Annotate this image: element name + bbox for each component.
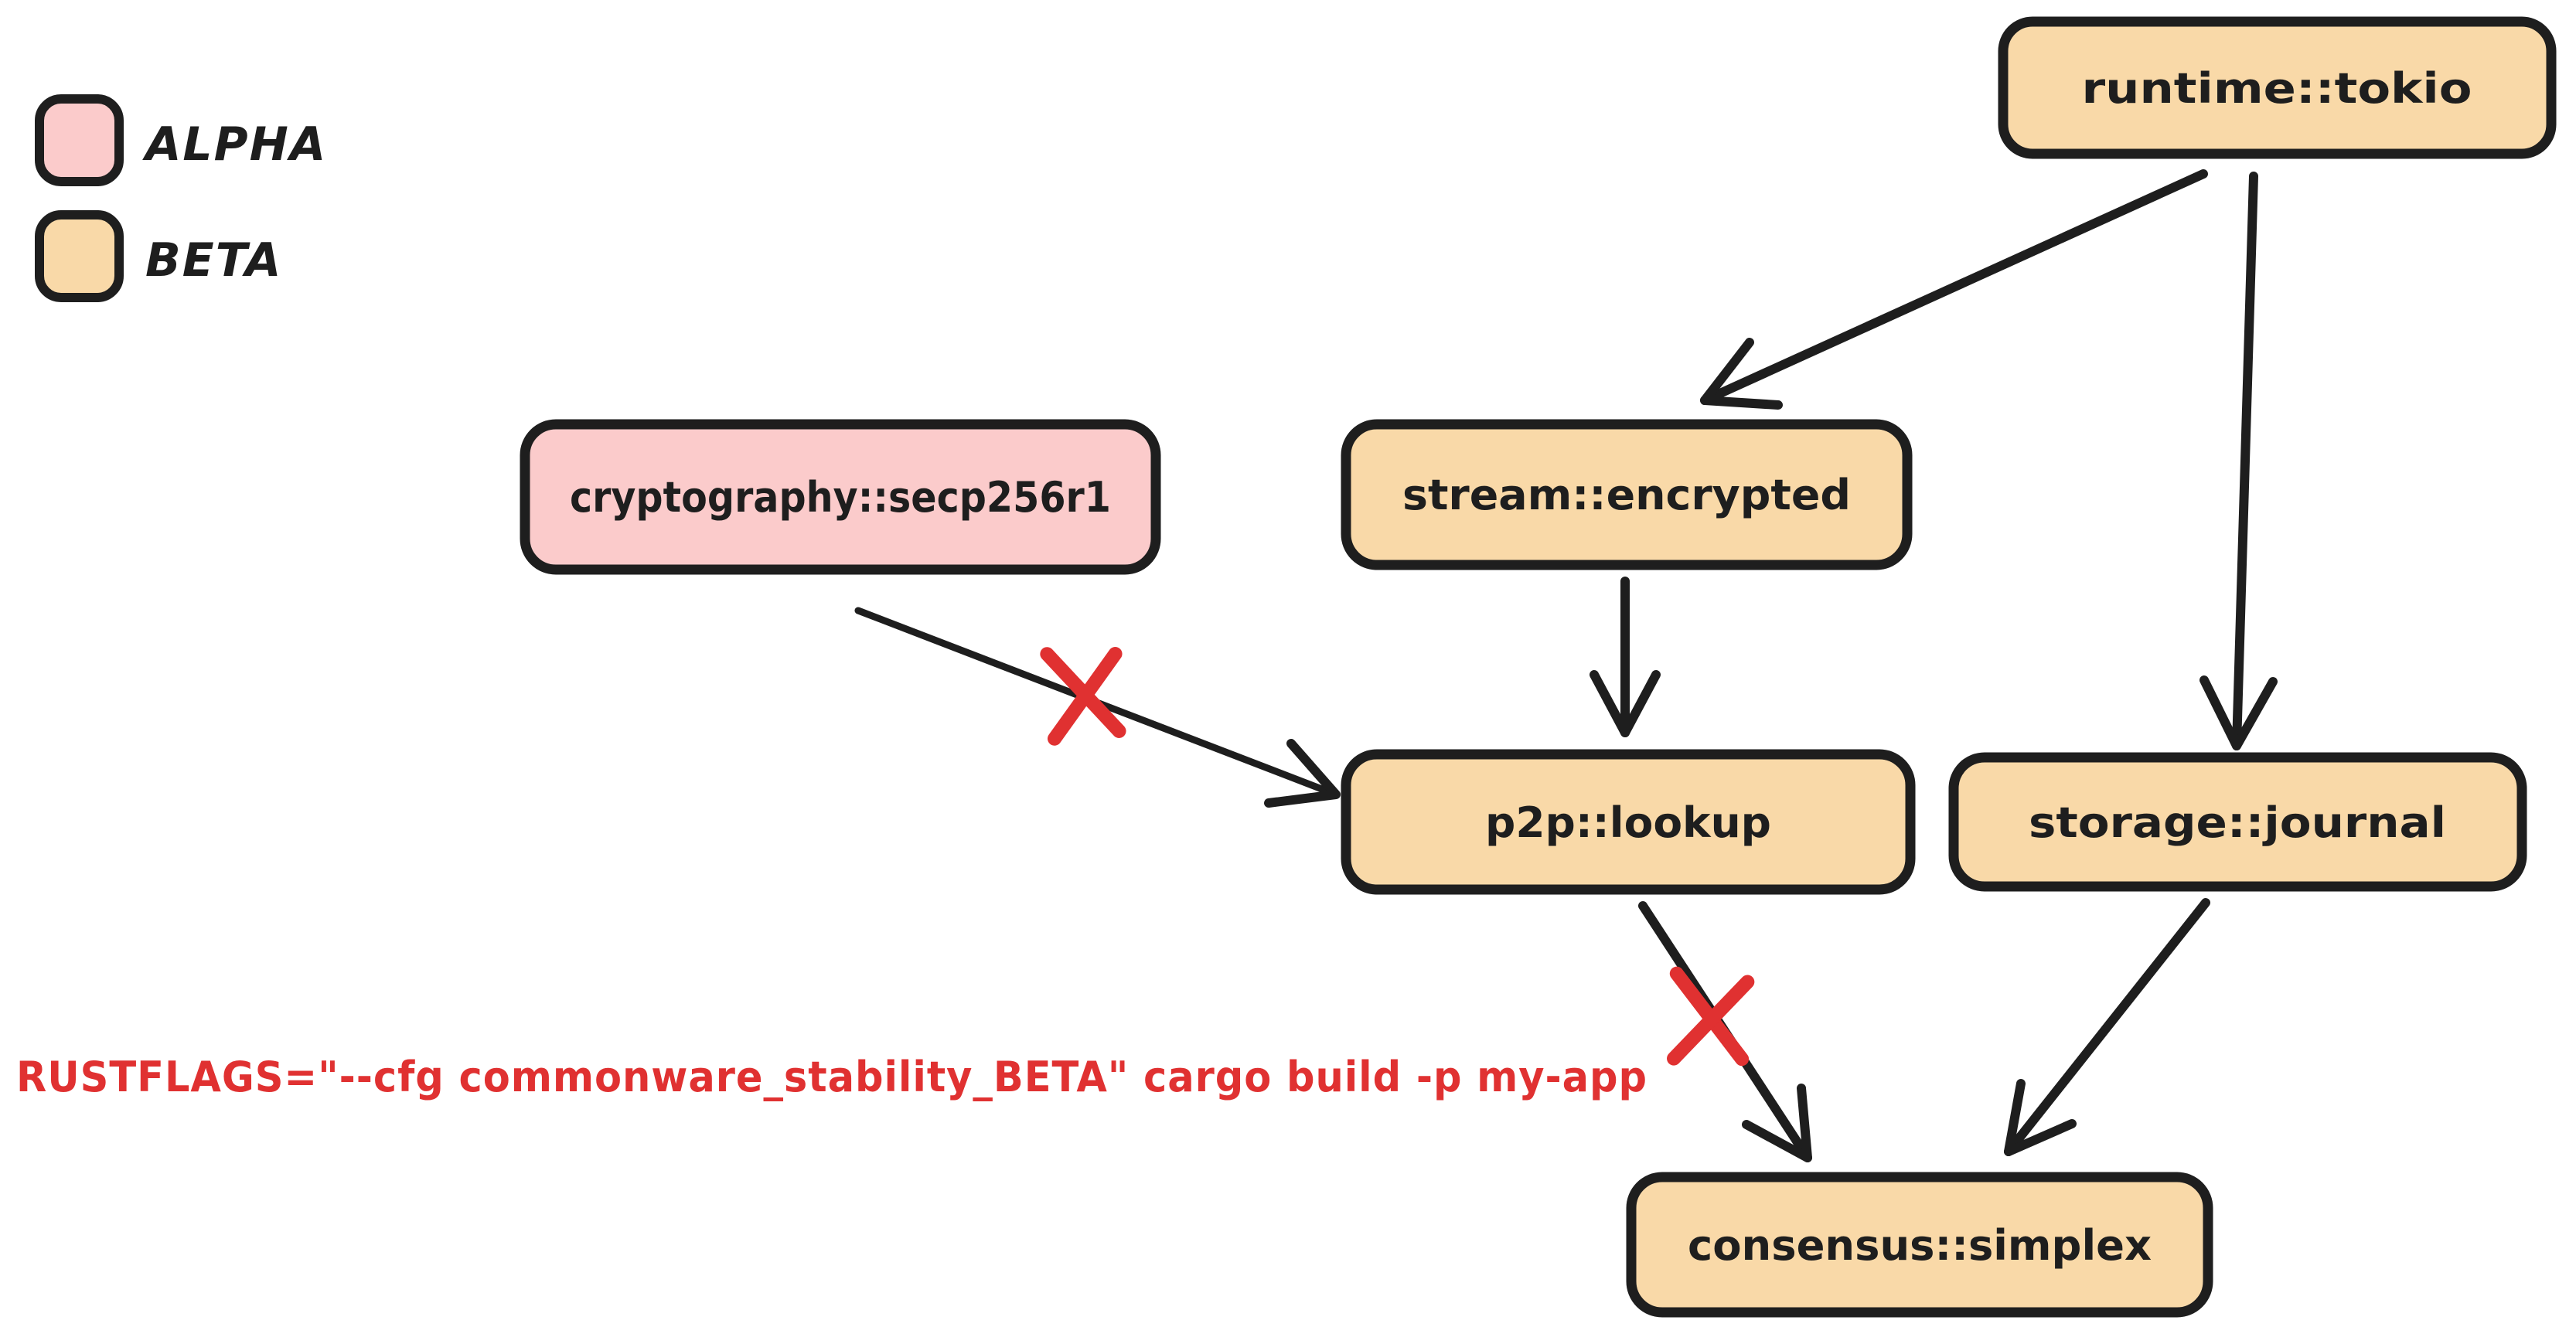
node-box-p2p-lookup [1341, 749, 1916, 895]
arrowhead-consensus-simplex-from-p2p [1742, 1084, 1812, 1162]
legend-swatch-beta [35, 210, 124, 302]
node-box-runtime-tokio [1998, 16, 2557, 159]
node-box-consensus-simplex [1626, 1172, 2213, 1318]
legend-swatch-alpha [35, 94, 124, 186]
arrowhead-p2p-lookup-from-cryptography [1264, 739, 1341, 808]
node-cryptography-secp256r1: cryptography::secp256r1 [520, 419, 1161, 575]
node-label-storage-journal: storage::journal [2029, 798, 2446, 847]
legend-label-alpha: ALPHA [142, 117, 327, 172]
arrowhead-storage-journal [2199, 675, 2278, 750]
blocked-x-icon [1040, 647, 1126, 746]
node-box-storage-journal [1948, 752, 2527, 892]
blocked-x-icon [1667, 966, 1755, 1067]
edge-storage-journal-to-consensus-simplex [2004, 898, 2210, 1156]
node-label-stream-encrypted: stream::encrypted [1402, 471, 1851, 519]
node-stream-encrypted: stream::encrypted [1341, 419, 1913, 570]
arrowhead-consensus-simplex-from-storage [2004, 1079, 2077, 1156]
node-label-cryptography-secp256r1: cryptography::secp256r1 [570, 473, 1111, 522]
node-p2p-lookup: p2p::lookup [1341, 749, 1916, 895]
node-box-stream-encrypted [1341, 419, 1913, 570]
legend: ALPHA BETA [35, 94, 327, 302]
edge-runtime-tokio-to-storage-journal [2232, 172, 2258, 750]
arrowhead-p2p-lookup-from-stream [1590, 670, 1661, 737]
legend-label-beta: BETA [145, 233, 282, 288]
build-command-text: RUSTFLAGS="--cfg commonware_stability_BE… [16, 1053, 1647, 1101]
arrowhead-stream-encrypted [1700, 338, 1783, 410]
node-storage-journal: storage::journal [1948, 752, 2527, 892]
node-consensus-simplex: consensus::simplex [1626, 1172, 2213, 1318]
node-label-p2p-lookup: p2p::lookup [1485, 798, 1771, 847]
node-label-consensus-simplex: consensus::simplex [1688, 1221, 2152, 1270]
node-runtime-tokio: runtime::tokio [1998, 16, 2557, 159]
node-label-runtime-tokio: runtime::tokio [2082, 64, 2472, 113]
edges [854, 169, 2278, 1162]
node-box-cryptography-secp256r1 [520, 419, 1161, 575]
edge-runtime-tokio-to-stream-encrypted [1700, 169, 2208, 405]
